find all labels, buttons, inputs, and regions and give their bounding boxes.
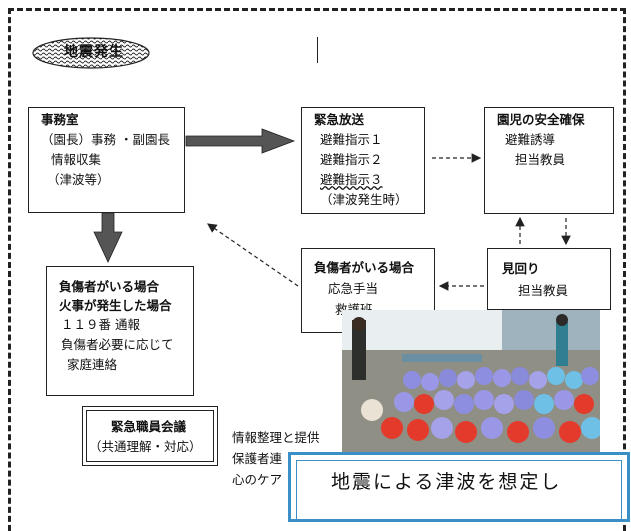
arrow-office-to-broadcast [185, 128, 296, 154]
safety-title: 園児の安全確保 [497, 112, 585, 127]
office-title: 事務室 [41, 112, 79, 127]
caption-text: 地震による津波を想定し [331, 471, 562, 493]
broadcast-title: 緊急放送 [314, 112, 365, 127]
injured-fire-line: １１９番 通報 [61, 317, 140, 332]
office-line: （園長）事務 ・副園長 [41, 132, 170, 147]
meeting-inner-border [86, 410, 214, 462]
injured-mid-title: 負傷者がいる場合 [314, 260, 415, 275]
injured-fire-line: 家庭連絡 [67, 357, 118, 372]
meeting-note: 保護者連 [232, 451, 283, 466]
children-group [361, 367, 600, 443]
injured-fire-title: 負傷者がいる場合 [59, 279, 160, 294]
office-box: 事務室 （園長）事務 ・副園長 情報収集 （津波等） [28, 107, 185, 213]
patrol-line: 担当教員 [518, 283, 569, 298]
safety-line: 避難誘導 [505, 132, 556, 147]
injured-fire-title: 火事が発生した場合 [59, 298, 172, 313]
patrol-title: 見回り [502, 261, 540, 276]
office-line: 情報収集 [51, 152, 102, 167]
safety-line: 担当教員 [515, 152, 566, 167]
meeting-subtitle: （共通理解・対応） [89, 439, 202, 454]
title-badge-shape [32, 37, 150, 69]
meeting-title: 緊急職員会議 [111, 419, 187, 434]
patrol-box: 見回り 担当教員 [487, 248, 611, 310]
flow-arrows [93, 128, 571, 291]
caption-inner-border [296, 460, 622, 519]
arrow-injured-to-office [207, 223, 299, 287]
office-line: （津波等） [47, 172, 110, 187]
arrow-office-to-injured [93, 212, 123, 263]
safety-box: 園児の安全確保 避難誘導 担当教員 [484, 107, 614, 214]
injured-fire-line: 負傷者必要に応じて [61, 337, 174, 352]
meeting-box: 緊急職員会議 （共通理解・対応） [82, 406, 218, 466]
injured-mid-line: 応急手当 [328, 281, 379, 296]
broadcast-line: （津波発生時） [320, 192, 408, 207]
divider-line [317, 37, 318, 63]
broadcast-line: 避難指示３ [320, 172, 383, 187]
broadcast-line: 避難指示１ [320, 132, 383, 147]
broadcast-box: 緊急放送 避難指示１ 避難指示２ 避難指示３ （津波発生時） [301, 107, 425, 214]
caption-box: 地震による津波を想定し [288, 452, 630, 522]
broadcast-line: 避難指示２ [320, 152, 383, 167]
evacuation-photo [342, 310, 600, 458]
dashed-page-frame [8, 8, 626, 531]
meeting-note: 情報整理と提供 [232, 430, 320, 445]
injured-fire-box: 負傷者がいる場合 火事が発生した場合 １１９番 通報 負傷者必要に応じて 家庭連… [46, 266, 194, 396]
meeting-note: 心のケア [232, 472, 283, 487]
title-badge-text: 地震発生 [64, 44, 124, 60]
